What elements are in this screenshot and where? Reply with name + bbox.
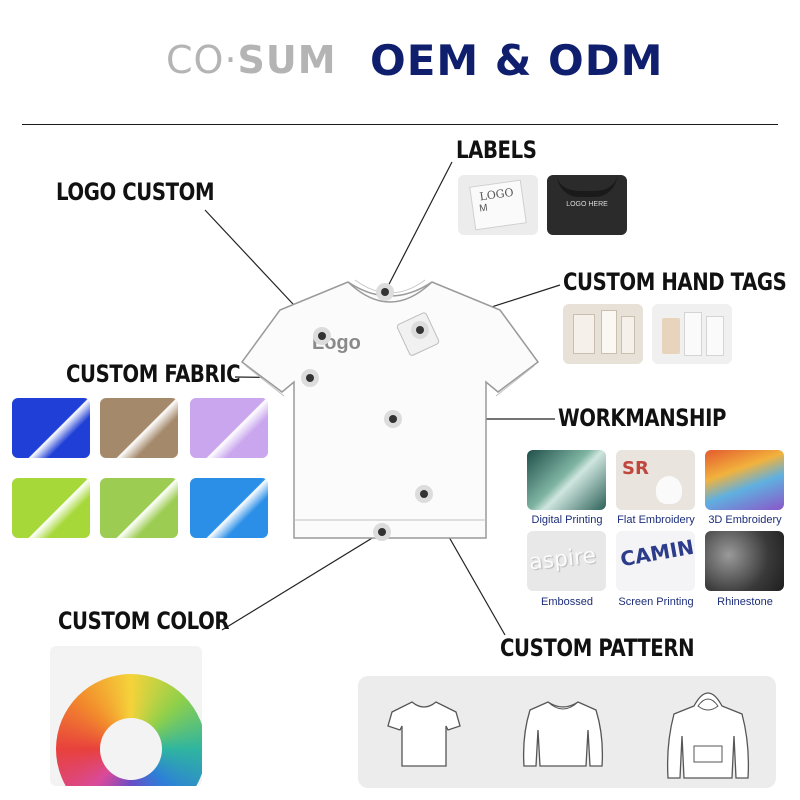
brand-logo: CO·SUM bbox=[166, 38, 337, 82]
brand-part2: SUM bbox=[237, 38, 337, 82]
logo-custom-heading: LOGO CUSTOM bbox=[56, 178, 215, 206]
rhinestone-image bbox=[705, 531, 784, 591]
fabric-swatch-5 bbox=[100, 478, 178, 538]
hand-tags-heading: CUSTOM HAND TAGS bbox=[563, 268, 787, 296]
tshirt-pattern-icon bbox=[387, 701, 461, 767]
workmanship-caption-3: 3D Embroidery bbox=[700, 514, 790, 526]
fabric-heading: CUSTOM FABRIC bbox=[66, 360, 241, 388]
workmanship-caption-1: Digital Printing bbox=[522, 514, 612, 526]
pattern-panel bbox=[358, 676, 776, 788]
fabric-swatch-3 bbox=[190, 398, 268, 458]
3d-embroidery-image bbox=[705, 450, 784, 510]
screen-printing-label: Screen Printing bbox=[618, 596, 694, 608]
workmanship-heading: WORKMANSHIP bbox=[558, 404, 727, 432]
workmanship-caption-2: Flat Embroidery bbox=[611, 514, 701, 526]
rhinestone-label: Rhinestone bbox=[717, 596, 773, 608]
header-divider bbox=[22, 124, 778, 125]
3d-embroidery-label: 3D Embroidery bbox=[708, 514, 782, 526]
fabric-swatch-6 bbox=[190, 478, 268, 538]
digital-printing-image bbox=[527, 450, 606, 510]
fabric-swatch-4 bbox=[12, 478, 90, 538]
hand-tag-image-1 bbox=[563, 304, 643, 364]
screen-printing-image: CAMIN bbox=[616, 531, 695, 591]
color-heading: CUSTOM COLOR bbox=[58, 607, 230, 635]
flat-embroidery-label: Flat Embroidery bbox=[617, 514, 695, 526]
printed-label-text: LOGO HERE bbox=[566, 201, 608, 208]
printed-label-image: LOGO HERE bbox=[547, 175, 627, 235]
workmanship-caption-6: Rhinestone bbox=[700, 596, 790, 608]
digital-printing-label: Digital Printing bbox=[531, 514, 603, 526]
woven-label-image: LOGO M bbox=[458, 175, 538, 235]
fabric-swatch-2 bbox=[100, 398, 178, 458]
screen-printing-text: CAMIN bbox=[618, 534, 695, 572]
embossed-image: aspire bbox=[527, 531, 606, 591]
hoodie-pattern-icon bbox=[666, 692, 750, 779]
brand-part1: CO· bbox=[166, 38, 238, 82]
hand-tag-image-2 bbox=[652, 304, 732, 364]
sweatshirt-pattern-icon bbox=[522, 701, 604, 767]
pattern-heading: CUSTOM PATTERN bbox=[500, 634, 695, 662]
page-title: OEM & ODM bbox=[370, 36, 664, 85]
flat-embroidery-image: SR bbox=[616, 450, 695, 510]
workmanship-caption-4: Embossed bbox=[522, 596, 612, 608]
fabric-swatch-1 bbox=[12, 398, 90, 458]
labels-heading: LABELS bbox=[456, 136, 537, 164]
workmanship-caption-5: Screen Printing bbox=[611, 596, 701, 608]
color-fan-image bbox=[50, 646, 202, 786]
embossed-text: aspire bbox=[527, 543, 598, 576]
embossed-label: Embossed bbox=[541, 596, 593, 608]
